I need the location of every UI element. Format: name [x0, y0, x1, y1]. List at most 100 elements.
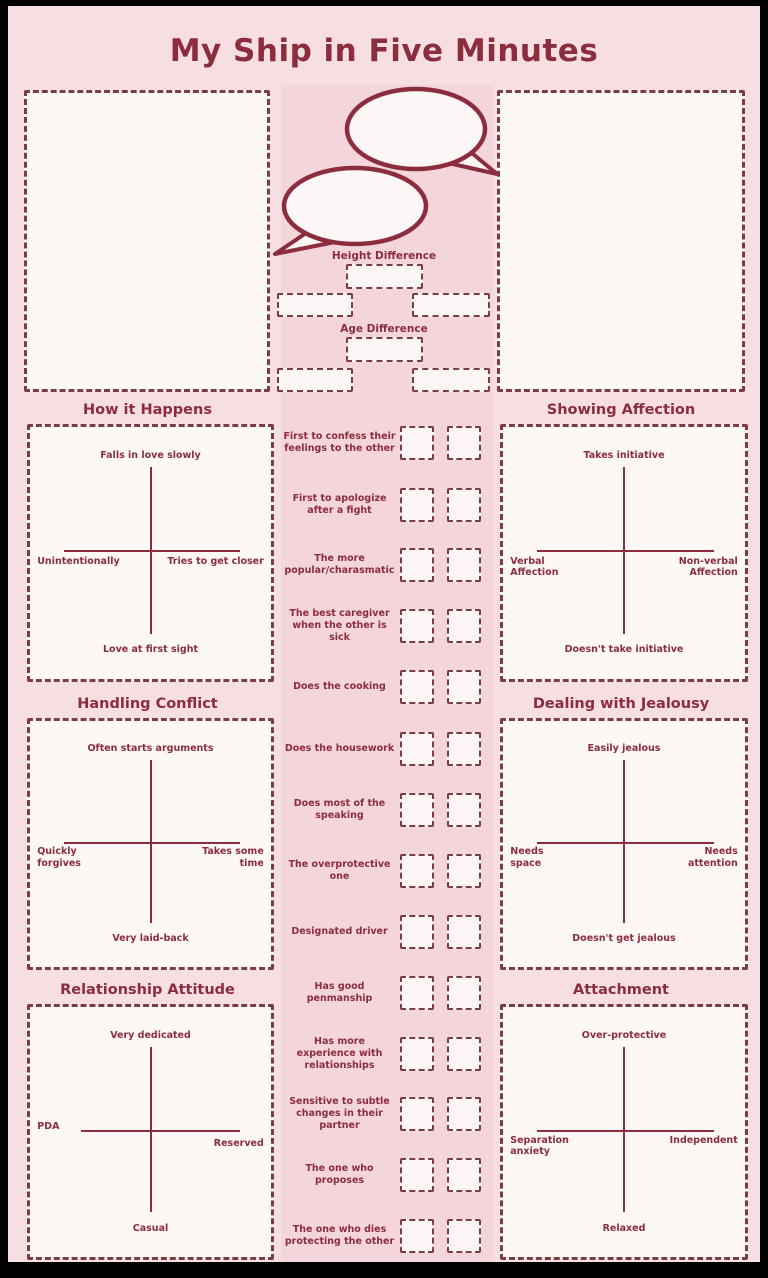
- quadrant-title: How it Happens: [83, 402, 212, 418]
- axis-horizontal: [536, 550, 714, 553]
- quadrant-label-left: Quickly forgives: [37, 846, 81, 870]
- checkbox-character-b[interactable]: [447, 1158, 481, 1192]
- checkbox-character-a[interactable]: [400, 793, 434, 827]
- quadrant-label-bottom: Doesn't get jealous: [572, 933, 676, 944]
- checkbox-character-a[interactable]: [400, 488, 434, 522]
- checkbox-character-b[interactable]: [447, 1219, 481, 1253]
- prompt-row: The best caregiver when the other is sic…: [283, 608, 488, 644]
- prompt-row: The more popular/charasmatic: [283, 547, 488, 583]
- quadrant-box[interactable]: Over-protective Separation anxiety Indep…: [500, 1004, 748, 1260]
- character-photo-box-right[interactable]: [497, 90, 745, 392]
- speech-bubbles[interactable]: [265, 82, 505, 262]
- checkbox-character-b[interactable]: [447, 548, 481, 582]
- quadrant-box[interactable]: Falls in love slowly Unintentionally Tri…: [27, 424, 274, 682]
- prompt-row: First to confess their feelings to the o…: [283, 425, 488, 461]
- quadrant-panel-handling-conflict: Handling Conflict Often starts arguments…: [27, 696, 274, 970]
- checkbox-character-a[interactable]: [400, 670, 434, 704]
- quadrant-label-right: Tries to get closer: [167, 555, 264, 567]
- prompt-row: First to apologize after a fight: [283, 487, 488, 523]
- checkbox-character-a[interactable]: [400, 1097, 434, 1131]
- checkbox-character-b[interactable]: [447, 488, 481, 522]
- quadrant-title: Relationship Attitude: [60, 982, 235, 998]
- prompt-label: Sensitive to subtle changes in their par…: [289, 1096, 390, 1131]
- quadrant-box[interactable]: Often starts arguments Quickly forgives …: [27, 718, 274, 970]
- prompt-row: Designated driver: [283, 914, 488, 950]
- prompt-label: Designated driver: [291, 926, 388, 938]
- quadrant-label-right: Takes some time: [202, 846, 264, 870]
- checkbox-character-b[interactable]: [447, 915, 481, 949]
- prompt-label: The one who dies protecting the other: [284, 1224, 395, 1247]
- prompt-row: The one who proposes: [283, 1157, 488, 1193]
- quadrant-label-left: Verbal Affection: [510, 555, 559, 579]
- axis-horizontal: [536, 1129, 714, 1132]
- quadrant-label-top: Over-protective: [581, 1029, 667, 1041]
- axis-horizontal: [63, 841, 240, 844]
- prompt-label: The overprotective one: [288, 859, 391, 882]
- prompt-row: Does the cooking: [283, 669, 488, 705]
- axis-horizontal: [63, 550, 240, 553]
- prompt-label: Does the cooking: [293, 681, 386, 693]
- quadrant-panel-relationship-attitude: Relationship Attitude Very dedicated PDA…: [27, 982, 274, 1260]
- quadrant-box[interactable]: Takes initiative Verbal Affection Non-ve…: [500, 424, 748, 682]
- checkbox-character-a[interactable]: [400, 548, 434, 582]
- checkbox-character-a[interactable]: [400, 1037, 434, 1071]
- checkbox-character-a[interactable]: [400, 854, 434, 888]
- height-difference-field-center[interactable]: [346, 264, 423, 289]
- prompt-label: First to confess their feelings to the o…: [283, 431, 396, 454]
- worksheet-page: My Ship in Five Minutes Height Differenc…: [8, 6, 760, 1262]
- quadrant-box[interactable]: Very dedicated PDA Reserved Casual: [27, 1004, 274, 1260]
- prompt-row: Does the housework: [283, 731, 488, 767]
- age-difference-label: Age Difference: [340, 323, 428, 335]
- prompt-label: The more popular/charasmatic: [284, 553, 395, 576]
- checkbox-character-a[interactable]: [400, 976, 434, 1010]
- age-difference-field-center[interactable]: [346, 337, 423, 362]
- checkbox-character-a[interactable]: [400, 426, 434, 460]
- quadrant-label-bottom: Love at first sight: [102, 644, 199, 656]
- height-difference-label: Height Difference: [331, 250, 437, 262]
- prompt-label: Does the housework: [284, 743, 395, 755]
- quadrant-label-bottom: Doesn't take initiative: [564, 644, 684, 656]
- prompt-row: Sensitive to subtle changes in their par…: [283, 1096, 488, 1132]
- quadrant-panel-how-it-happens: How it Happens Falls in love slowly Unin…: [27, 402, 274, 686]
- checkbox-character-b[interactable]: [447, 976, 481, 1010]
- character-photo-box-left[interactable]: [24, 90, 270, 392]
- quadrant-label-right: Needs attention: [687, 846, 738, 870]
- checkbox-character-a[interactable]: [400, 732, 434, 766]
- quadrant-title: Dealing with Jealousy: [532, 696, 710, 712]
- axis-horizontal: [80, 1129, 240, 1132]
- checkbox-character-b[interactable]: [447, 670, 481, 704]
- prompt-row: Has good penmanship: [283, 975, 488, 1011]
- axis-horizontal: [536, 841, 714, 844]
- quadrant-title: Handling Conflict: [77, 696, 218, 712]
- quadrant-label-right: Non-verbal Affection: [678, 555, 738, 579]
- age-difference-field-left[interactable]: [277, 368, 353, 392]
- checkbox-character-b[interactable]: [447, 732, 481, 766]
- checkbox-character-b[interactable]: [447, 426, 481, 460]
- checkbox-character-b[interactable]: [447, 854, 481, 888]
- age-difference-field-right[interactable]: [412, 368, 490, 392]
- prompt-label: First to apologize after a fight: [292, 493, 387, 516]
- speech-bubble-top[interactable]: [344, 86, 488, 172]
- prompt-row: The overprotective one: [283, 853, 488, 889]
- checkbox-character-a[interactable]: [400, 1158, 434, 1192]
- quadrant-panel-attachment: Attachment Over-protective Separation an…: [500, 982, 748, 1260]
- checkbox-character-b[interactable]: [447, 1037, 481, 1071]
- checkbox-character-b[interactable]: [447, 793, 481, 827]
- quadrant-box[interactable]: Easily jealous Needs space Needs attenti…: [500, 718, 748, 970]
- checkbox-character-a[interactable]: [400, 609, 434, 643]
- prompt-label: Has more experience with relationships: [296, 1036, 383, 1071]
- checkbox-character-b[interactable]: [447, 609, 481, 643]
- quadrant-label-bottom: Very laid-back: [112, 933, 189, 944]
- speech-bubble-bottom[interactable]: [281, 165, 429, 247]
- checkbox-character-a[interactable]: [400, 1219, 434, 1253]
- checkbox-character-a[interactable]: [400, 915, 434, 949]
- quadrant-title: Attachment: [573, 982, 669, 998]
- height-difference-field-right[interactable]: [412, 293, 490, 317]
- quadrant-label-top: Falls in love slowly: [100, 449, 201, 461]
- quadrant-title: Showing Affection: [546, 402, 696, 418]
- height-difference-field-left[interactable]: [277, 293, 353, 317]
- quadrant-panel-dealing-with-jealousy: Dealing with Jealousy Easily jealous Nee…: [500, 696, 748, 970]
- checkbox-character-b[interactable]: [447, 1097, 481, 1131]
- quadrant-label-left: Needs space: [510, 846, 544, 870]
